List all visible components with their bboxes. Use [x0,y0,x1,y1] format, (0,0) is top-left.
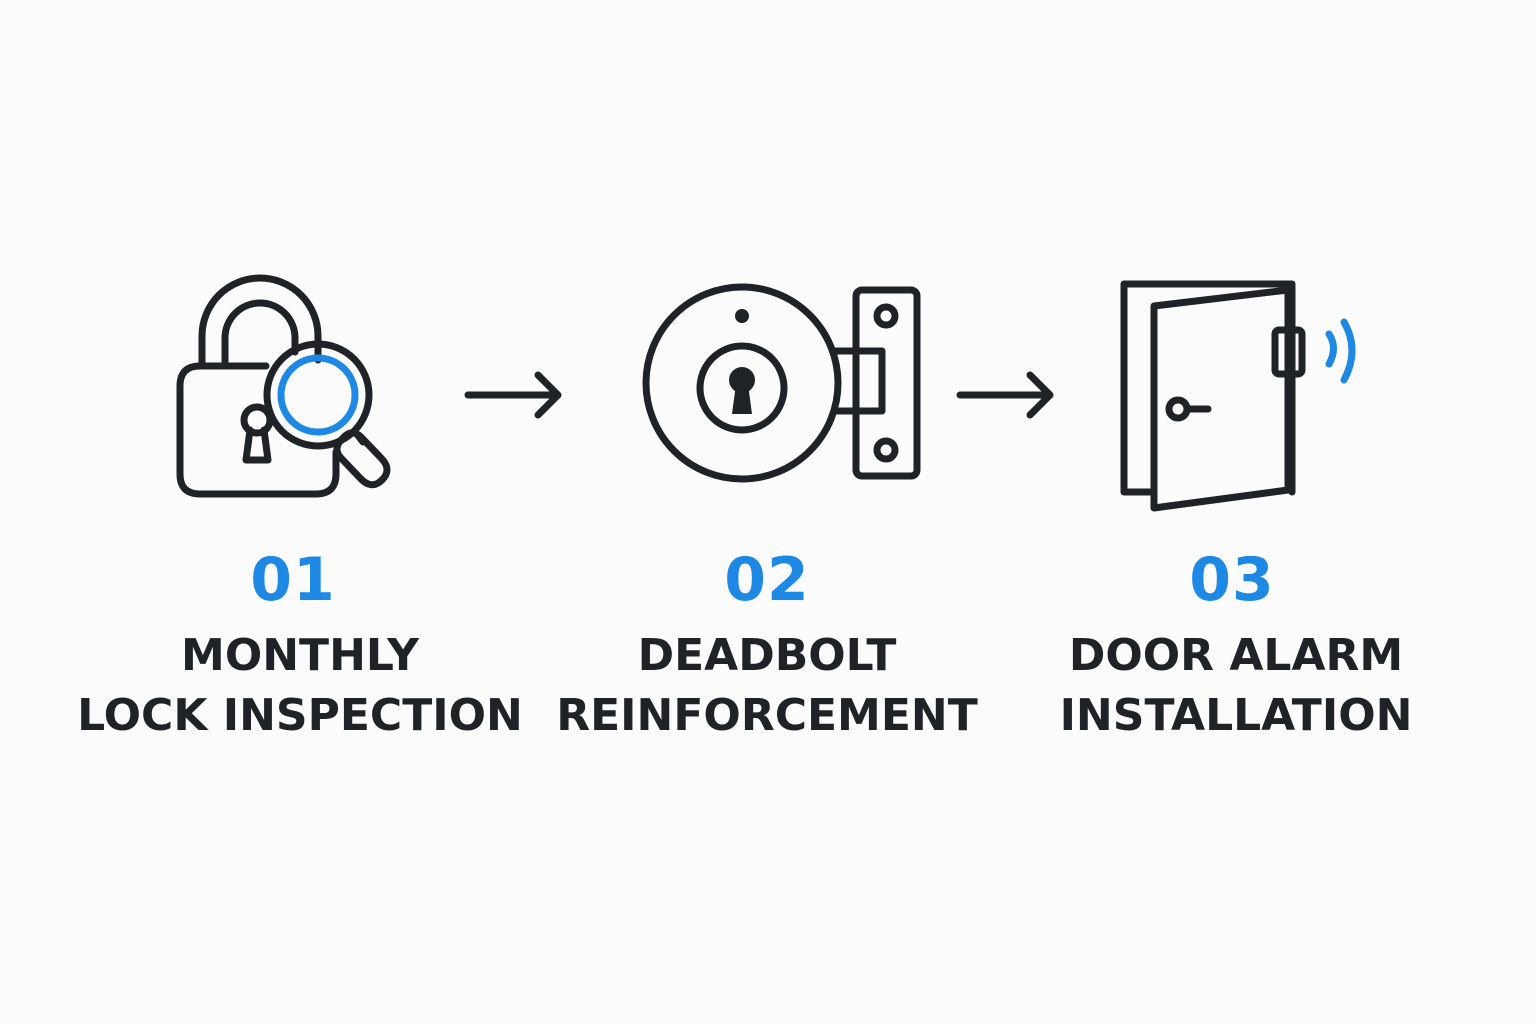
step-label-1: MONTHLY LOCK INSPECTION [70,626,530,746]
step-number-3: 03 [1189,545,1275,615]
step-label-line: LOCK INSPECTION [77,690,523,741]
step-number-2: 02 [724,545,810,615]
step-label-line: MONTHLY [181,630,419,681]
padlock-magnifier-icon [170,270,420,510]
deadbolt-icon [636,278,936,498]
step-label-line: DEADBOLT [637,630,897,681]
step-label-3: DOOR ALARM INSTALLATION [1006,626,1466,746]
step-label-line: REINFORCEMENT [556,690,978,741]
door-alarm-icon [1116,276,1366,516]
step-label-line: INSTALLATION [1059,690,1413,741]
arrow-right-icon [954,370,1058,420]
step-label-2: DEADBOLT REINFORCEMENT [537,626,997,746]
step-label-line: DOOR ALARM [1068,630,1404,681]
step-number-1: 01 [250,545,336,615]
arrow-right-icon [462,370,566,420]
